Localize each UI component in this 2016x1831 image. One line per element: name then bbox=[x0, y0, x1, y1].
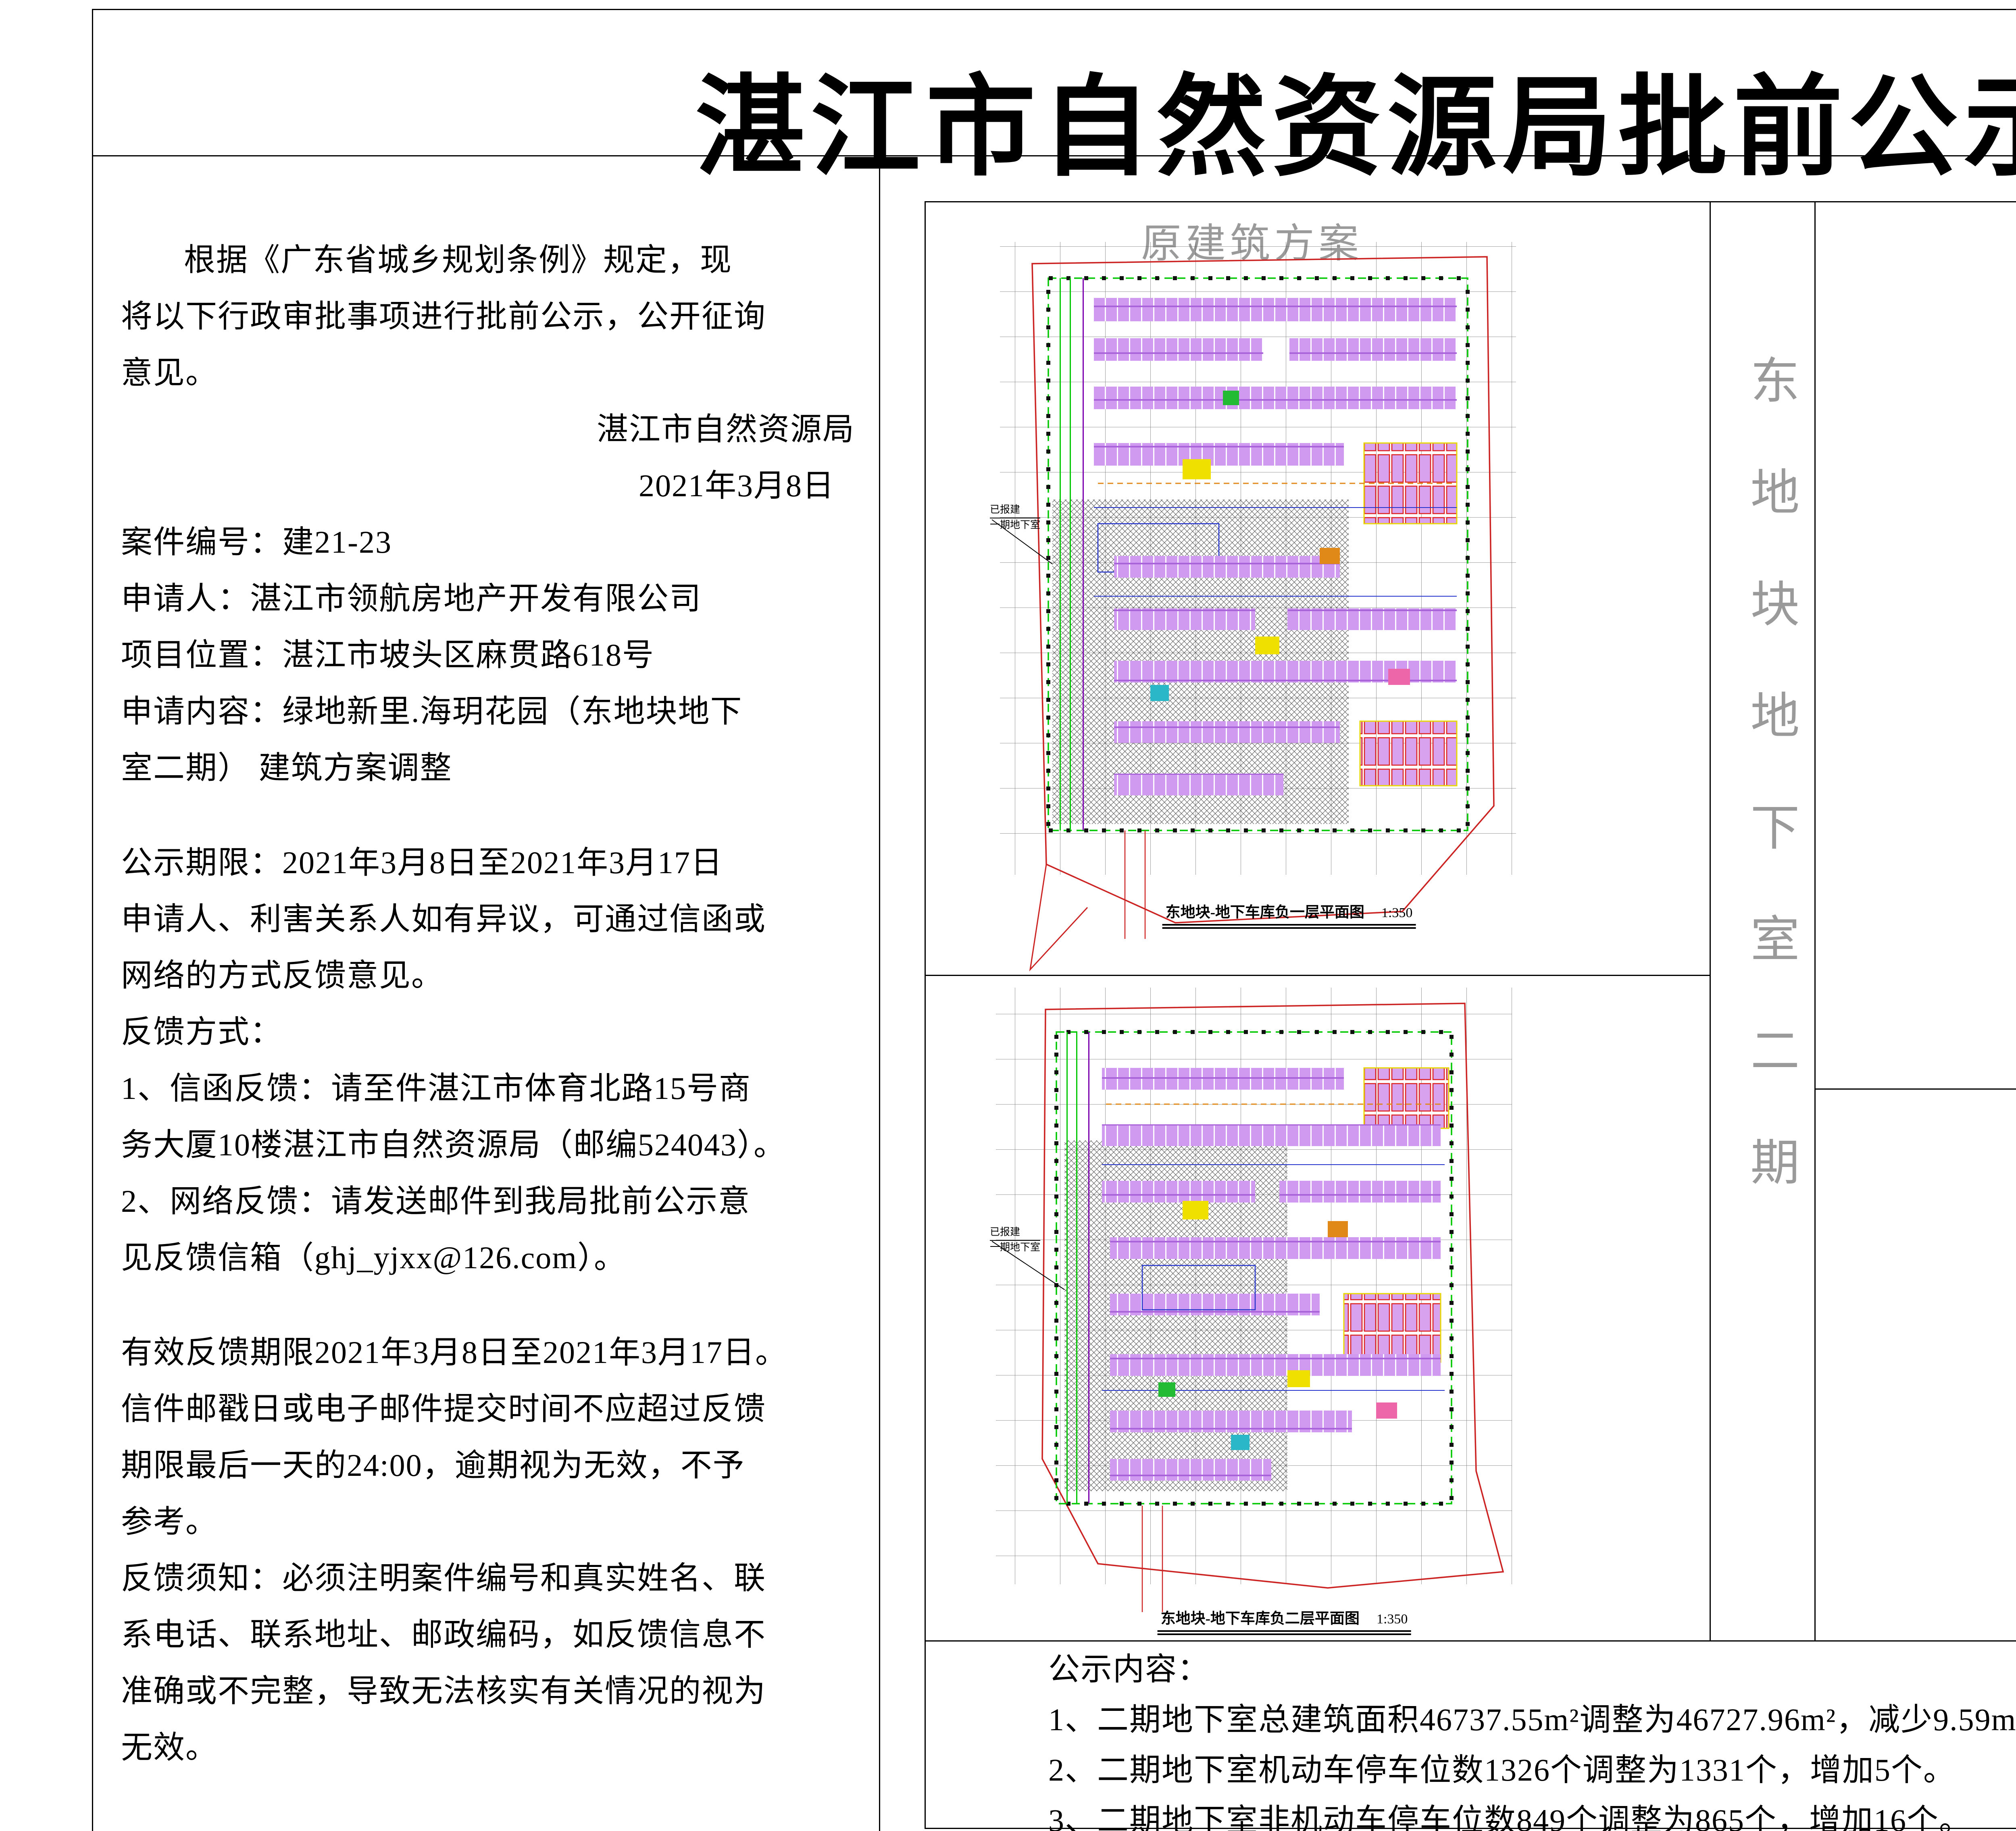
right-cell-divider bbox=[1814, 1088, 2016, 1090]
text-line: 期限最后一天的24:00，逾期视为无效，不予 bbox=[121, 1448, 745, 1483]
text-line: 网络的方式反馈意见。 bbox=[121, 958, 444, 993]
tag-original-b1: 已报建一期地下室 bbox=[990, 503, 1041, 532]
plan-original-b2 bbox=[991, 988, 1512, 1612]
feedback-method-heading: 反馈方式： bbox=[121, 1014, 283, 1049]
notice-heading: 公示内容： bbox=[1048, 1652, 1210, 1687]
text-line: 有效反馈期限2021年3月8日至2021年3月17日。 bbox=[121, 1335, 788, 1370]
notice-item-3: 3、二期地下室非机动车停车位数849个调整为865个，增加16个。 bbox=[1048, 1803, 1972, 1831]
notice-text-panel: 根据《广东省城乡规划条例》规定，现 将以下行政审批事项进行批前公示，公开征询 意… bbox=[121, 232, 883, 1776]
text-line: 根据《广东省城乡规划条例》规定，现 bbox=[184, 242, 733, 277]
text-line: 2、网络反馈：请发送邮件到我局批前公示意 bbox=[121, 1184, 751, 1219]
text-line: 无效。 bbox=[121, 1730, 218, 1765]
text-line: 反馈须知：必须注明案件编号和真实姓名、联 bbox=[121, 1561, 766, 1596]
feedback-email: 见反馈信箱（ghj_yjxx@126.com）。 bbox=[121, 1240, 626, 1275]
application-content: 室二期） 建筑方案调整 bbox=[121, 750, 452, 785]
project-location: 项目位置：湛江市坡头区麻贯路618号 bbox=[121, 637, 655, 672]
outer-left-border bbox=[92, 9, 93, 1831]
outer-top-border bbox=[92, 9, 2016, 10]
text-line: 申请人、利害关系人如有异议，可通过信函或 bbox=[121, 901, 766, 936]
publicity-period: 公示期限：2021年3月8日至2021年3月17日 bbox=[121, 845, 723, 880]
application-content: 申请内容：绿地新里.海玥花园（东地块地下 bbox=[121, 694, 743, 729]
plan-original-b1 bbox=[991, 242, 1516, 972]
notice-band-top bbox=[925, 1640, 2016, 1642]
middle-cell-divider bbox=[925, 975, 1711, 976]
floor-plan-drawings: 2区 1区 2区 1区 bbox=[991, 242, 1516, 1612]
text-line: 将以下行政审批事项进行批前公示，公开征询 bbox=[121, 299, 766, 334]
page-title: 湛江市自然资源局批前公示 bbox=[695, 68, 2016, 189]
notice-item-2: 2、二期地下室机动车停车位数1326个调整为1331个，增加5个。 bbox=[1048, 1752, 1956, 1787]
left-column-divider bbox=[879, 155, 880, 1831]
plan-box-left bbox=[925, 201, 926, 1829]
plan-box-top bbox=[925, 201, 2016, 202]
text-line: 准确或不完整，导致无法核实有关情况的视为 bbox=[121, 1673, 766, 1708]
text-line: 参考。 bbox=[121, 1504, 218, 1539]
strip-right-line bbox=[1814, 201, 1816, 1640]
caption-scale: 1:350 bbox=[1381, 905, 1413, 920]
text-line: 系电话、联系地址、邮政编码，如反馈信息不 bbox=[121, 1617, 766, 1652]
text-line: 信件邮戳日或电子邮件提交时间不应超过反馈 bbox=[121, 1391, 766, 1426]
case-number: 案件编号：建21-23 bbox=[121, 524, 392, 560]
title-separator bbox=[92, 155, 2016, 156]
notice-item-1: 1、二期地下室总建筑面积46737.55m²调整为46727.96m²，减少9.… bbox=[1048, 1702, 2016, 1737]
applicant: 申请人：湛江市领航房地产开发有限公司 bbox=[121, 581, 702, 616]
issue-date: 2021年3月8日 bbox=[638, 468, 835, 503]
notice-content: 公示内容： 1、二期地下室总建筑面积46737.55m²调整为46727.96m… bbox=[1048, 1644, 2016, 1831]
strip-left-line bbox=[1710, 201, 1711, 1640]
tag-original-b2: 已报建一期地下室 bbox=[990, 1226, 1041, 1255]
divider-vertical-label: 东地块地下室二期 bbox=[1743, 355, 1797, 1248]
text-line: 意见。 bbox=[121, 355, 218, 390]
caption-scale: 1:350 bbox=[1376, 1612, 1408, 1627]
issuer-name: 湛江市自然资源局 bbox=[596, 412, 855, 447]
text-line: 务大厦10楼湛江市自然资源局（邮编524043）。 bbox=[121, 1127, 786, 1162]
plan-box-bottom bbox=[925, 1828, 2016, 1829]
text-line: 1、信函反馈：请至件湛江市体育北路15号商 bbox=[121, 1071, 752, 1106]
